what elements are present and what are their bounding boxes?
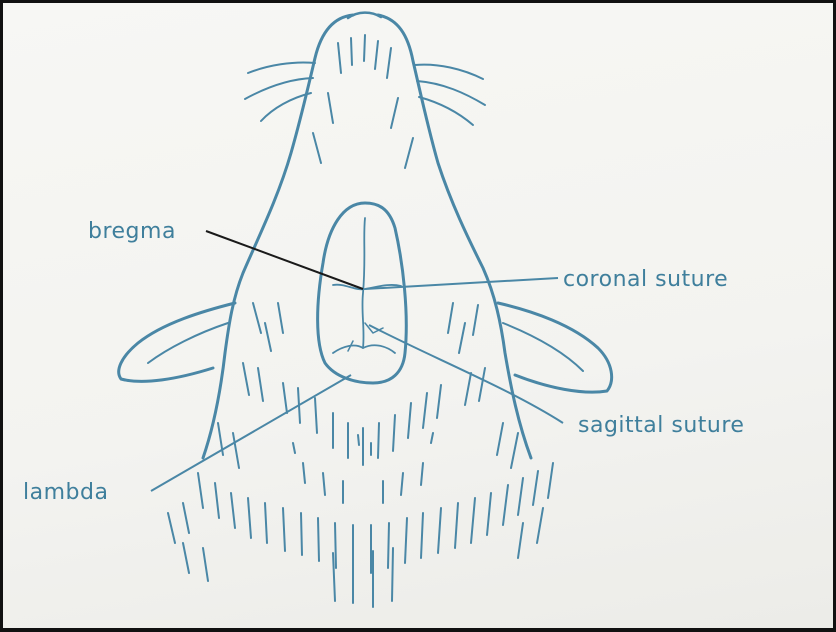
whiskers — [245, 62, 485, 125]
left-ear — [119, 303, 235, 381]
bregma-label: bregma — [88, 219, 176, 244]
labels: bregma coronal suture sagittal suture la… — [23, 219, 744, 505]
lambda-label: lambda — [23, 480, 108, 505]
bregma-leader — [206, 231, 363, 289]
sagittal-suture-label: sagittal suture — [578, 413, 744, 438]
leader-lines — [151, 231, 563, 491]
right-ear — [498, 303, 612, 392]
rat-skull-diagram: bregma coronal suture sagittal suture la… — [3, 3, 833, 628]
coronal-suture-leader — [365, 278, 558, 289]
coronal-suture-label: coronal suture — [563, 267, 728, 292]
skull-outline — [318, 203, 407, 383]
lambda-leader — [151, 375, 351, 491]
